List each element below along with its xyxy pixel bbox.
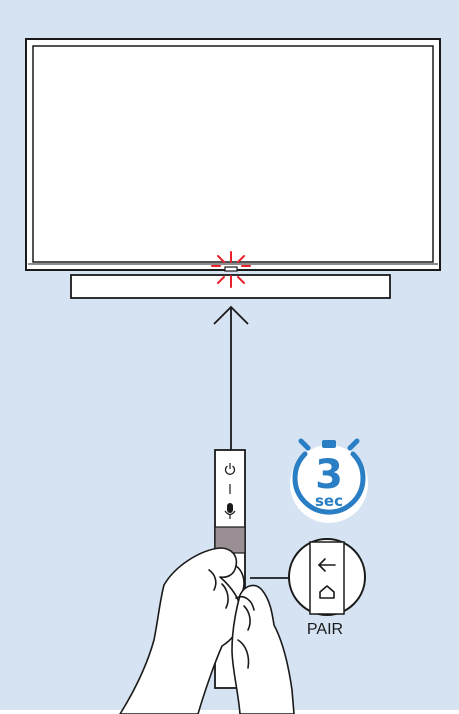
- tv-ir-sensor: [225, 267, 237, 271]
- timer-value: 3: [300, 455, 358, 495]
- tv: [26, 39, 440, 271]
- pair-label: PAIR: [290, 621, 360, 639]
- timer-unit: sec: [300, 493, 358, 509]
